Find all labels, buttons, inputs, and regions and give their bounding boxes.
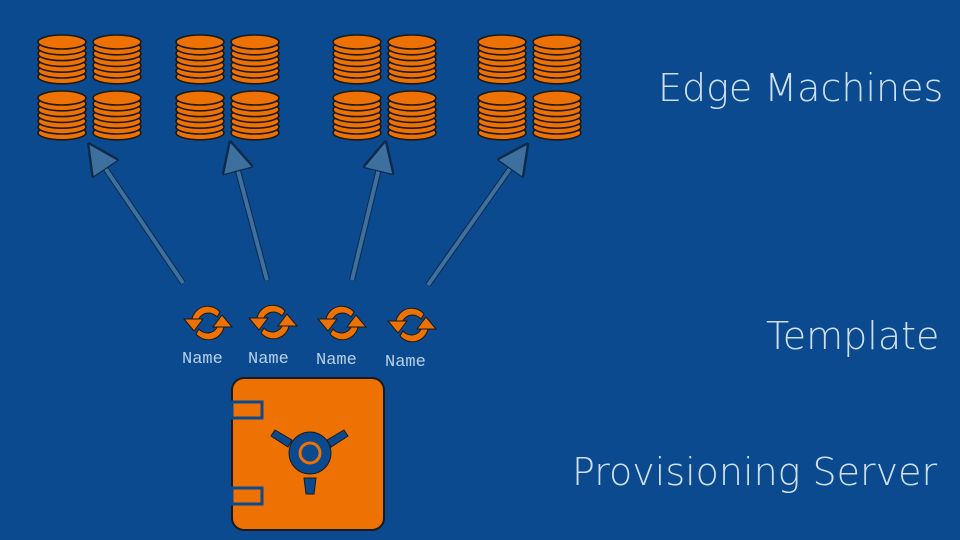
- refresh-icon: [182, 305, 234, 341]
- coin-stack-icon: [230, 90, 280, 141]
- arrow-2: [234, 156, 269, 281]
- template-name-3: Name: [316, 351, 357, 370]
- coin-stack-icon: [92, 90, 142, 141]
- provisioning-server-label: Provisioning Server: [572, 450, 938, 494]
- refresh-icon: [386, 307, 438, 343]
- coin-stack-icon: [532, 90, 582, 141]
- coin-stack-icon: [387, 34, 437, 85]
- coin-stack-icon: [532, 34, 582, 85]
- coin-stack-icon: [37, 34, 87, 85]
- coin-stack-icon: [332, 34, 382, 85]
- arrow-4: [426, 156, 519, 287]
- template-name-4: Name: [385, 353, 426, 372]
- refresh-icon: [247, 304, 299, 340]
- coin-stack-icon: [230, 34, 280, 85]
- arrow-3: [350, 156, 382, 281]
- coin-stack-icon: [477, 34, 527, 85]
- edge-machine-3: [332, 34, 437, 141]
- edge-machines-label: Edge Machines: [658, 66, 944, 110]
- template-label: Template: [766, 314, 940, 358]
- edge-machine-1: [37, 34, 142, 141]
- coin-stack-icon: [332, 90, 382, 141]
- edge-machine-4: [477, 34, 582, 141]
- template-name-1: Name: [182, 350, 223, 369]
- safe-icon: [230, 377, 385, 531]
- coin-stack-icon: [477, 90, 527, 141]
- coin-stack-icon: [175, 90, 225, 141]
- arrow-1: [97, 156, 185, 285]
- refresh-icon: [316, 305, 368, 341]
- template-name-2: Name: [248, 350, 289, 369]
- coin-stack-icon: [37, 90, 87, 141]
- coin-stack-icon: [175, 34, 225, 85]
- coin-stack-icon: [387, 90, 437, 141]
- edge-machine-2: [175, 34, 280, 141]
- coin-stack-icon: [92, 34, 142, 85]
